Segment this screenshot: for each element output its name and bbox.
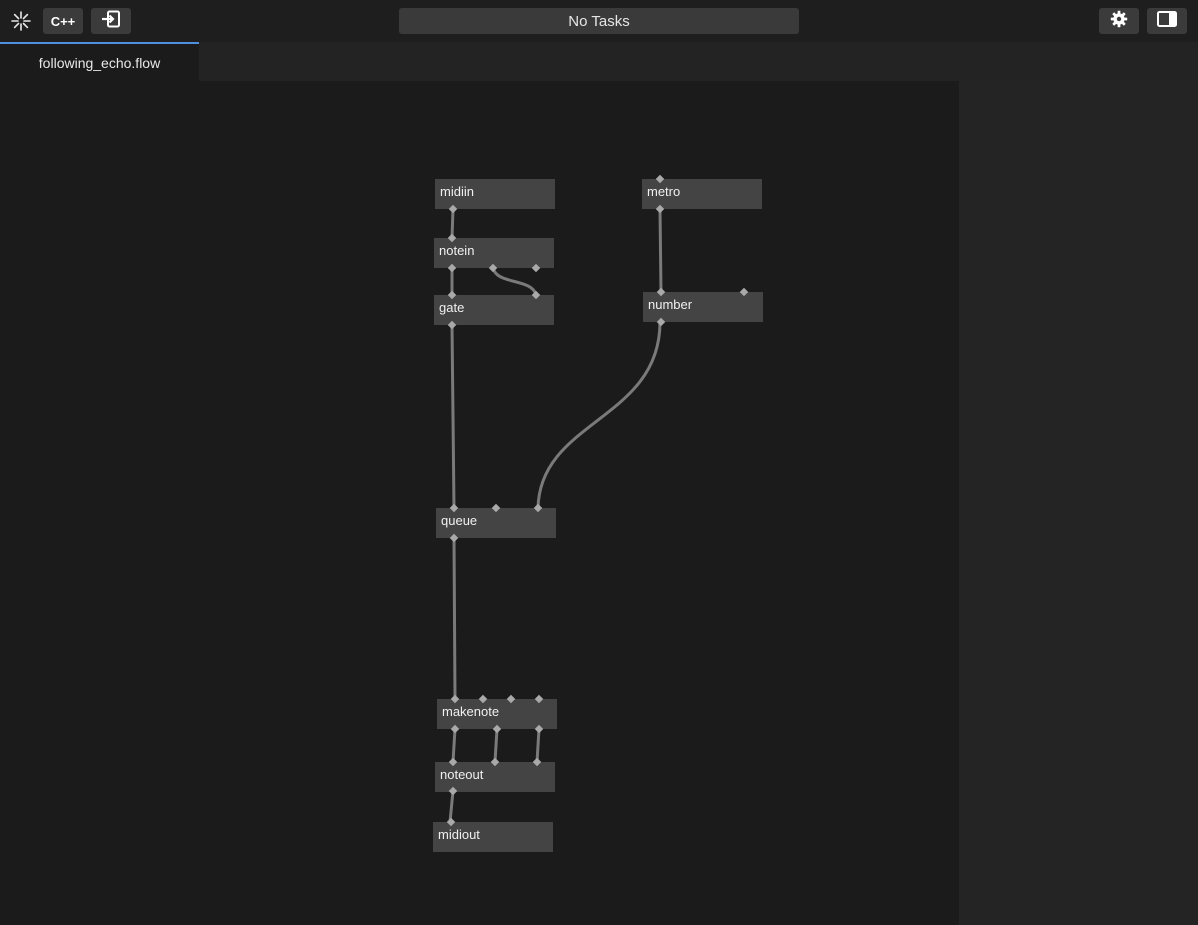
top-toolbar: C++ No Tasks <box>0 0 1198 42</box>
sparkle-icon[interactable] <box>9 10 33 32</box>
node-label: midiin <box>440 184 474 199</box>
node-midiout[interactable]: midiout <box>433 817 553 852</box>
toggle-sidebar-button[interactable] <box>1147 8 1187 34</box>
import-icon <box>101 10 121 33</box>
node-label: queue <box>441 513 478 528</box>
tab-following-echo[interactable]: following_echo.flow <box>0 42 199 81</box>
tab-bar: following_echo.flow <box>0 42 1198 81</box>
node-gate[interactable]: gate <box>434 290 554 330</box>
sidebar-toggle-icon <box>1157 10 1177 32</box>
node-queue[interactable]: queue <box>436 503 556 543</box>
settings-button[interactable] <box>1099 8 1139 34</box>
cpp-export-button[interactable]: C++ <box>43 8 83 34</box>
node-label: number <box>648 297 693 312</box>
node-notein[interactable]: notein <box>434 233 554 273</box>
gear-icon <box>1110 10 1128 33</box>
node-noteout[interactable]: noteout <box>435 757 555 796</box>
node-label: notein <box>439 243 475 258</box>
node-label: noteout <box>440 767 484 782</box>
node-label: midiout <box>438 827 480 842</box>
side-panel <box>959 81 1198 925</box>
task-status[interactable]: No Tasks <box>399 8 799 34</box>
node-metro[interactable]: metro <box>642 174 762 214</box>
node-label: gate <box>439 300 465 315</box>
node-label: makenote <box>442 704 500 719</box>
node-label: metro <box>647 184 681 199</box>
node-number[interactable]: number <box>643 287 763 327</box>
node-midiin[interactable]: midiin <box>435 179 555 214</box>
import-button[interactable] <box>91 8 131 34</box>
node-makenote[interactable]: makenote <box>437 694 557 734</box>
